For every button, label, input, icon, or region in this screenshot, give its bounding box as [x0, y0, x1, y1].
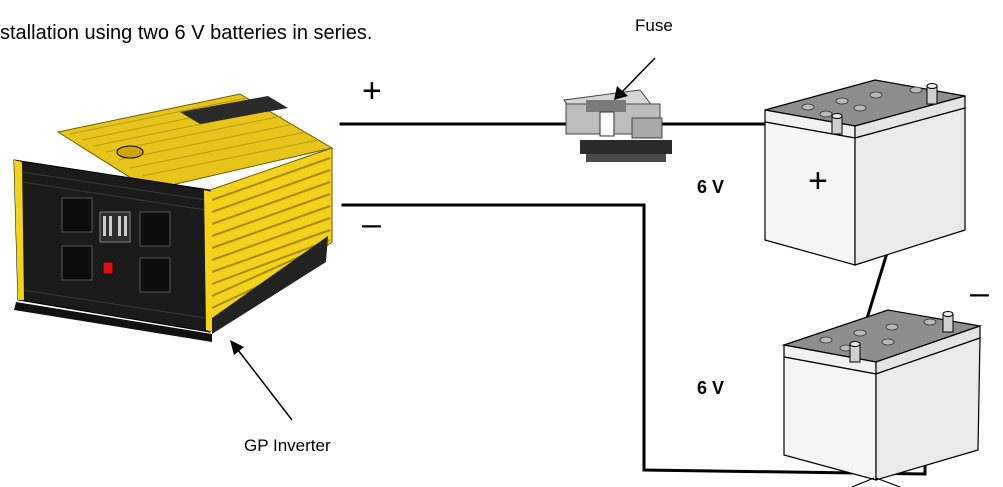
battery-top-image — [764, 79, 966, 266]
fuse-label: Fuse — [635, 16, 673, 35]
battery-bottom-negative-sign: – — [970, 274, 989, 312]
fuse-image — [563, 89, 672, 162]
inverter-label: GP Inverter — [244, 436, 331, 455]
negative-wire — [341, 203, 927, 476]
inverter-image — [13, 93, 334, 342]
inverter-negative-sign: – — [362, 205, 381, 243]
inverter-positive-sign: + — [362, 72, 382, 110]
battery-bottom-image — [781, 309, 983, 487]
inverter-arrow — [230, 340, 293, 421]
diagram-caption: stallation using two 6 V batteries in se… — [0, 22, 373, 44]
battery-top-positive-sign: + — [808, 162, 828, 200]
fuse-arrow — [614, 57, 656, 100]
battery-top-voltage: 6 V — [697, 177, 725, 197]
battery-bottom-voltage: 6 V — [697, 378, 725, 398]
